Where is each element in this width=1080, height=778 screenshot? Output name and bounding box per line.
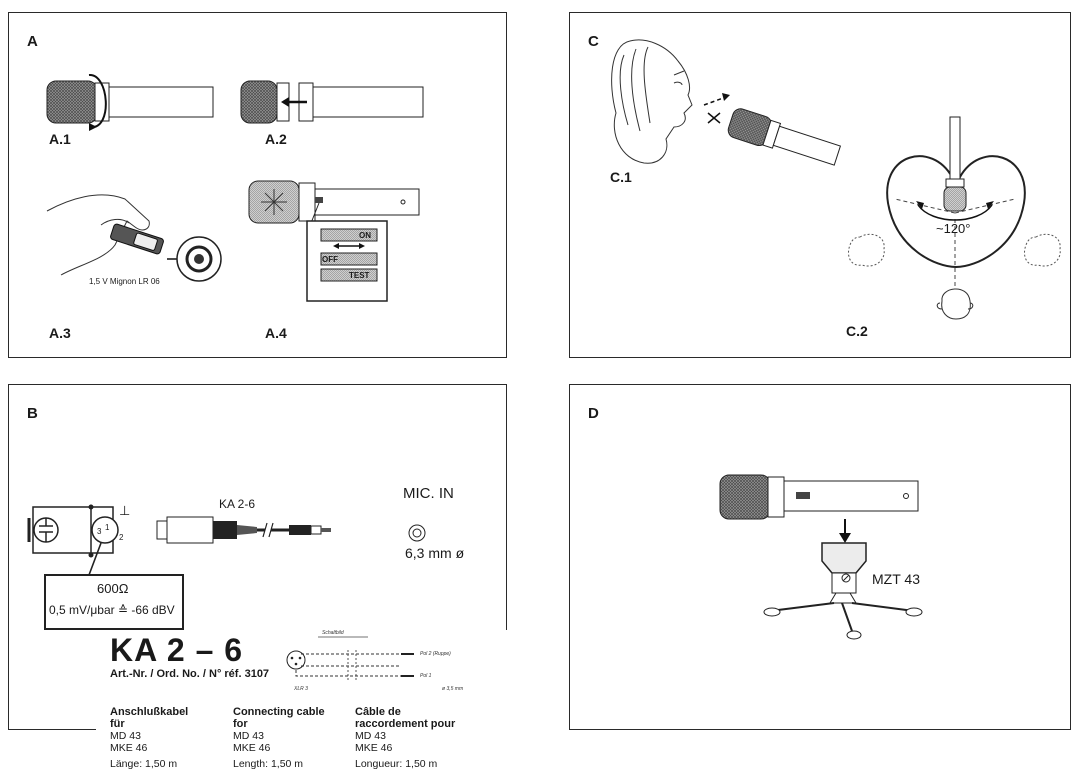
microphone-open-icon — [240, 80, 424, 124]
caption-a3: A.3 — [49, 325, 71, 341]
sensitivity-label: 0,5 mV/μbar ≙ -66 dBV — [49, 603, 175, 617]
heading-line-2: for — [233, 718, 248, 730]
length-text: Longueur: 1,50 m — [355, 758, 438, 770]
battery-caption: 1,5 V Mignon LR 06 — [89, 277, 160, 286]
heading-line-1: Connecting cable — [233, 706, 325, 718]
switch-on-label: ON — [359, 231, 371, 240]
stand-icon — [763, 542, 923, 640]
jack-socket-icon — [408, 524, 426, 542]
panel-label-b: B — [27, 405, 38, 422]
panel-d: D MZT 43 — [569, 384, 1071, 730]
xlr-label: XLR 3 — [294, 686, 308, 692]
product-title: KA 2 – 6 — [110, 632, 244, 668]
model-1: MD 43 — [233, 730, 264, 742]
model-1: MD 43 — [355, 730, 386, 742]
panel-c-illustration — [611, 39, 1061, 320]
impedance-label: 600Ω — [97, 581, 129, 596]
length-text: Länge: 1,50 m — [110, 758, 178, 770]
pin-2: 2 — [119, 533, 124, 542]
column-german: Anschlußkabel für MD 43 MKE 46 Länge: 1,… — [110, 706, 228, 770]
hand-battery-icon — [46, 194, 164, 276]
caption-a2: A.2 — [265, 131, 287, 147]
column-english: Connecting cable for MD 43 MKE 46 Length… — [233, 706, 351, 770]
jack-plug-icon — [289, 525, 331, 535]
caption-a1: A.1 — [49, 131, 71, 147]
model-1: MD 43 — [110, 730, 141, 742]
handheld-microphone-icon — [727, 108, 842, 166]
caption-c1: C.1 — [610, 169, 632, 185]
length-text: Length: 1,50 m — [233, 758, 304, 770]
cardioid-pattern-icon — [886, 116, 1026, 289]
panel-label-a: A — [27, 33, 38, 50]
caption-c2: C.2 — [846, 323, 868, 339]
model-2: MKE 46 — [110, 742, 148, 754]
panel-a: A — [8, 12, 507, 358]
column-french: Câble de raccordement pour MD 43 MKE 46 … — [355, 706, 495, 770]
switch-test-label: TEST — [349, 271, 370, 280]
stand-label: MZT 43 — [872, 571, 920, 587]
model-2: MKE 46 — [233, 742, 271, 754]
wiring-schematic — [286, 636, 414, 682]
circuit-diagram — [27, 506, 119, 555]
sound-source-right-icon — [1024, 233, 1061, 267]
panel-d-illustration — [719, 474, 923, 640]
xlr-connector-icon — [156, 516, 257, 544]
article-number: Art.-Nr. / Ord. No. / N° réf. 3107 — [110, 668, 270, 680]
schematic-title: Schaltbild — [322, 630, 344, 636]
jack-size-label: 6,3 mm ø — [405, 545, 465, 561]
heading-line-2: für — [110, 718, 125, 730]
cable-label: KA 2-6 — [219, 497, 256, 511]
panel-label-c: C — [588, 33, 599, 50]
microphone-switch-icon — [248, 180, 420, 224]
sound-source-left-icon — [848, 233, 885, 267]
panel-label-d: D — [588, 405, 599, 422]
microphone-icon — [46, 80, 214, 124]
singer-icon — [611, 39, 693, 164]
angle-label: ~120° — [936, 221, 971, 236]
pole-1-label: Pol 1 — [420, 673, 432, 679]
product-sheet: KA 2 – 6 Art.-Nr. / Ord. No. / N° réf. 3… — [96, 630, 516, 778]
spec-box — [44, 574, 184, 630]
mic-in-label: MIC. IN — [403, 485, 454, 502]
switch-off-label: OFF — [322, 255, 338, 264]
heading-line-1: Anschlußkabel — [110, 706, 189, 718]
panel-b-diagram — [27, 504, 426, 630]
switch-detail-box — [306, 220, 388, 302]
listener-head-icon — [936, 288, 974, 320]
ground-symbol: ⊥ — [119, 503, 131, 518]
battery-compartment-icon — [176, 236, 222, 282]
heading-line-2: raccordement pour — [355, 718, 456, 730]
diameter-label: ø 3,5 mm — [442, 686, 464, 692]
model-2: MKE 46 — [355, 742, 393, 754]
panel-c: C — [569, 12, 1071, 358]
microphone-icon — [719, 474, 919, 520]
panel-a-illustration — [46, 73, 424, 302]
pin-1: 1 — [105, 523, 110, 532]
heading-line-1: Câble de — [355, 706, 401, 718]
pole-2-label: Pol 2 (Ruppe) — [420, 651, 451, 657]
rotate-arrow-icon — [88, 73, 107, 129]
caption-a4: A.4 — [265, 325, 287, 341]
pin-3: 3 — [97, 527, 102, 536]
